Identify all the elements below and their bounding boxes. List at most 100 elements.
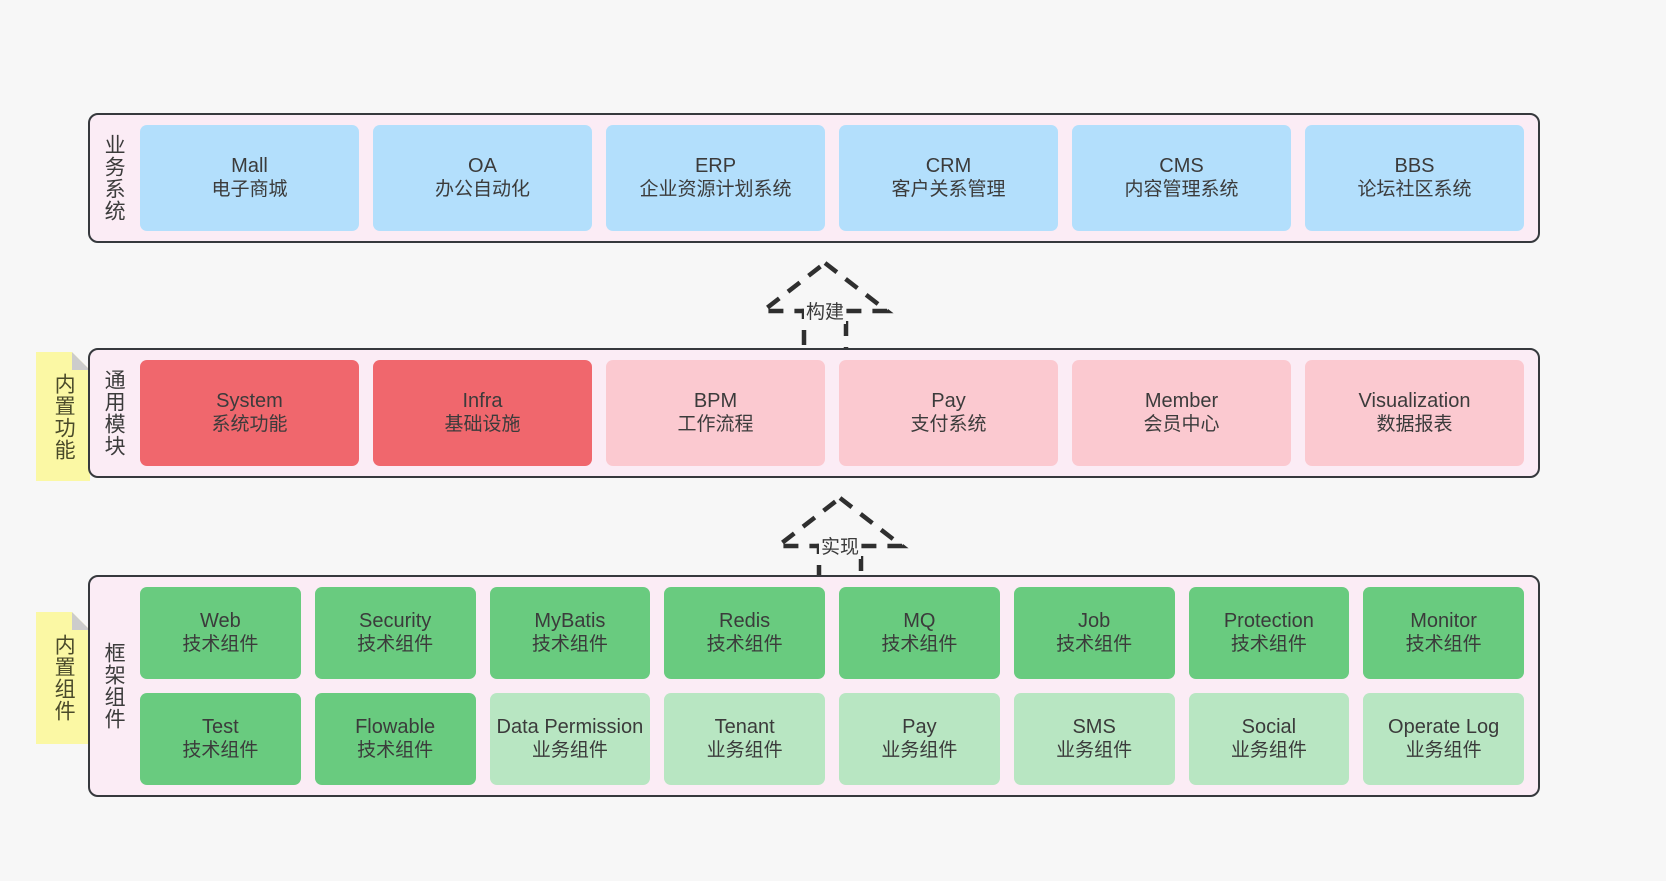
- card-title: CRM: [925, 155, 972, 177]
- card-flowable[interactable]: Flowable 技术组件: [314, 693, 476, 785]
- layer-body-framework-components: Web 技术组件 Security 技术组件 MyBatis 技术组件 Redi…: [128, 587, 1524, 785]
- card-subtitle: 技术组件: [182, 633, 259, 655]
- card-job[interactable]: Job 技术组件: [1013, 587, 1175, 679]
- card-bbs[interactable]: BBS 论坛社区系统: [1305, 125, 1524, 231]
- card-redis[interactable]: Redis 技术组件: [664, 587, 825, 679]
- note-label: 内置功能: [52, 372, 76, 461]
- card-title: Test: [202, 716, 239, 738]
- connector-build-arrow: 构建: [735, 255, 915, 355]
- card-subtitle: 工作流程: [677, 413, 754, 435]
- card-title: Social: [1241, 716, 1297, 738]
- card-title: Security: [359, 610, 432, 632]
- card-bpm[interactable]: BPM 工作流程: [606, 360, 825, 466]
- card-member[interactable]: Member 会员中心: [1072, 360, 1291, 466]
- card-subtitle: 客户关系管理: [891, 178, 1006, 200]
- card-subtitle: 论坛社区系统: [1357, 178, 1472, 200]
- card-social[interactable]: Social 业务组件: [1188, 693, 1350, 785]
- connector-build-label: 构建: [803, 297, 847, 324]
- card-subtitle: 内容管理系统: [1124, 178, 1239, 200]
- card-subtitle: 技术组件: [1056, 633, 1133, 655]
- card-title: BBS: [1394, 155, 1435, 177]
- card-title: Mall: [231, 155, 268, 177]
- card-pay-component[interactable]: Pay 业务组件: [839, 693, 1000, 785]
- card-subtitle: 企业资源计划系统: [639, 178, 792, 200]
- note-label: 内置组件: [52, 634, 76, 722]
- card-subtitle: 技术组件: [706, 633, 783, 655]
- layer-title-business-systems: 业务系统: [102, 134, 126, 222]
- card-subtitle: 业务组件: [1230, 739, 1307, 761]
- card-subtitle: 业务组件: [706, 739, 783, 761]
- card-monitor[interactable]: Monitor 技术组件: [1363, 587, 1524, 679]
- card-security[interactable]: Security 技术组件: [314, 587, 476, 679]
- card-subtitle: 业务组件: [1405, 739, 1482, 761]
- card-subtitle: 业务组件: [1056, 739, 1133, 761]
- card-title: SMS: [1072, 716, 1116, 738]
- note-builtin-components: 内置组件: [36, 612, 90, 744]
- note-builtin-features: 内置功能: [36, 352, 90, 481]
- card-sms[interactable]: SMS 业务组件: [1013, 693, 1175, 785]
- card-title: Operate Log: [1388, 716, 1500, 738]
- card-title: OA: [468, 155, 497, 177]
- card-erp[interactable]: ERP 企业资源计划系统: [606, 125, 825, 231]
- card-subtitle: 数据报表: [1376, 413, 1453, 435]
- layer-title-common-modules: 通用模块: [102, 369, 126, 457]
- card-title: Data Permission: [496, 716, 644, 738]
- layer-framework-components: 框架组件 Web 技术组件 Security 技术组件 MyBatis 技术组件…: [88, 575, 1540, 797]
- card-subtitle: 基础设施: [444, 413, 521, 435]
- card-oa[interactable]: OA 办公自动化: [373, 125, 592, 231]
- layer-common-modules: 通用模块 System 系统功能 Infra 基础设施 BPM 工作流程 Pay…: [88, 348, 1540, 478]
- card-title: Monitor: [1410, 610, 1477, 632]
- connector-implement-label: 实现: [818, 532, 862, 559]
- card-tenant[interactable]: Tenant 业务组件: [664, 693, 825, 785]
- card-subtitle: 系统功能: [211, 413, 288, 435]
- card-title: Web: [199, 610, 241, 632]
- card-operate-log[interactable]: Operate Log 业务组件: [1363, 693, 1524, 785]
- card-crm[interactable]: CRM 客户关系管理: [839, 125, 1058, 231]
- framework-row-technical: Web 技术组件 Security 技术组件 MyBatis 技术组件 Redi…: [140, 587, 1524, 679]
- card-title: ERP: [694, 155, 737, 177]
- card-subtitle: 技术组件: [357, 633, 434, 655]
- card-subtitle: 技术组件: [182, 739, 259, 761]
- card-title: Member: [1144, 390, 1219, 412]
- card-title: Pay: [902, 716, 937, 738]
- card-title: Infra: [462, 390, 503, 412]
- card-title: Visualization: [1358, 390, 1471, 412]
- card-subtitle: 会员中心: [1143, 413, 1220, 435]
- layer-body-common-modules: System 系统功能 Infra 基础设施 BPM 工作流程 Pay 支付系统…: [128, 360, 1524, 466]
- card-title: MyBatis: [534, 610, 606, 632]
- card-visualization[interactable]: Visualization 数据报表: [1305, 360, 1524, 466]
- card-subtitle: 支付系统: [910, 413, 987, 435]
- card-system[interactable]: System 系统功能: [140, 360, 359, 466]
- layer-body-business-systems: Mall 电子商城 OA 办公自动化 ERP 企业资源计划系统 CRM 客户关系…: [128, 125, 1524, 231]
- card-title: Flowable: [355, 716, 436, 738]
- card-cms[interactable]: CMS 内容管理系统: [1072, 125, 1291, 231]
- card-subtitle: 业务组件: [881, 739, 958, 761]
- card-protection[interactable]: Protection 技术组件: [1188, 587, 1350, 679]
- card-test[interactable]: Test 技术组件: [140, 693, 301, 785]
- card-mybatis[interactable]: MyBatis 技术组件: [489, 587, 651, 679]
- card-title: Pay: [931, 390, 966, 412]
- card-web[interactable]: Web 技术组件: [140, 587, 301, 679]
- card-title: Redis: [719, 610, 771, 632]
- card-mall[interactable]: Mall 电子商城: [140, 125, 359, 231]
- card-subtitle: 技术组件: [881, 633, 958, 655]
- card-mq[interactable]: MQ 技术组件: [839, 587, 1000, 679]
- framework-row-business: Test 技术组件 Flowable 技术组件 Data Permission …: [140, 693, 1524, 785]
- card-subtitle: 技术组件: [1230, 633, 1307, 655]
- card-data-permission[interactable]: Data Permission 业务组件: [489, 693, 651, 785]
- card-title: BPM: [693, 390, 738, 412]
- card-title: CMS: [1159, 155, 1204, 177]
- card-infra[interactable]: Infra 基础设施: [373, 360, 592, 466]
- card-subtitle: 技术组件: [1405, 633, 1482, 655]
- connector-implement-arrow: 实现: [750, 490, 930, 590]
- card-title: Tenant: [714, 716, 775, 738]
- card-title: MQ: [903, 610, 936, 632]
- card-pay-module[interactable]: Pay 支付系统: [839, 360, 1058, 466]
- card-subtitle: 电子商城: [211, 178, 288, 200]
- card-subtitle: 技术组件: [357, 739, 434, 761]
- card-title: System: [216, 390, 283, 412]
- layer-title-framework-components: 框架组件: [102, 642, 126, 730]
- card-subtitle: 技术组件: [531, 633, 608, 655]
- card-title: Protection: [1223, 610, 1314, 632]
- layer-business-systems: 业务系统 Mall 电子商城 OA 办公自动化 ERP 企业资源计划系统 CRM…: [88, 113, 1540, 243]
